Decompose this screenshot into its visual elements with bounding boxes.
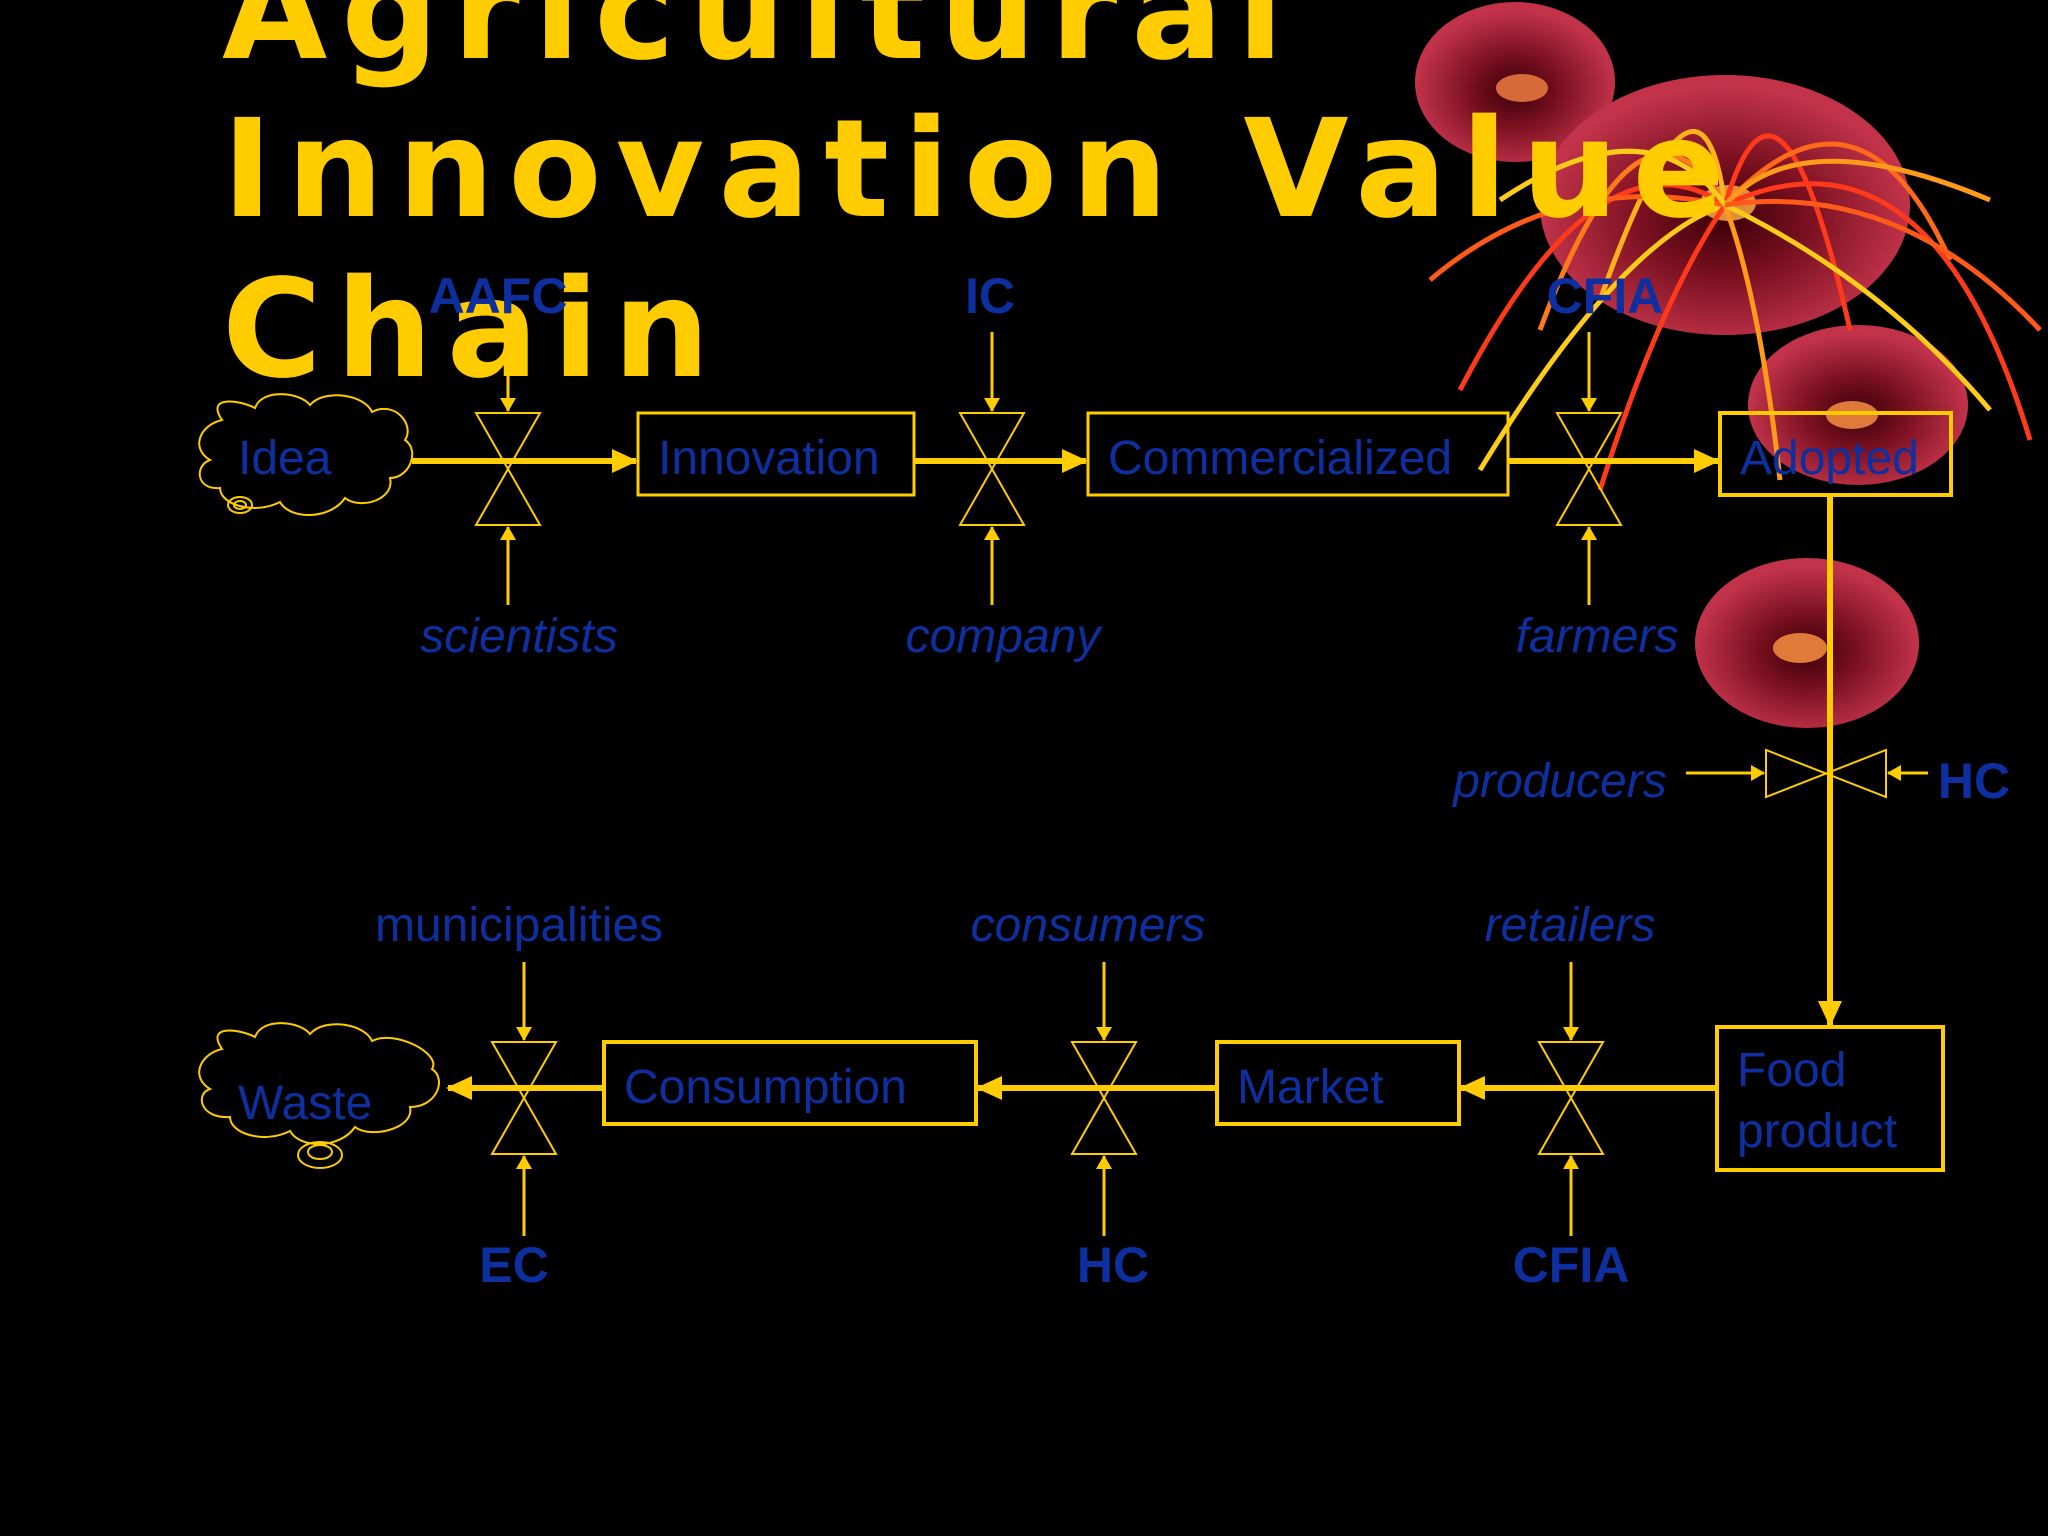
node-food-product-line1: Food xyxy=(1737,1044,1846,1097)
valve-idea-innovation xyxy=(474,412,542,526)
food-product-box xyxy=(1715,1025,1945,1172)
actor-farmers: farmers xyxy=(1516,610,1679,663)
node-consumption: Consumption xyxy=(624,1061,907,1114)
innovation-box xyxy=(636,411,916,497)
valve-adopted-food xyxy=(1765,748,1887,799)
actor-producers: producers xyxy=(1451,755,1666,808)
idea-cloud xyxy=(198,393,414,516)
actor-retailers: retailers xyxy=(1485,899,1656,952)
title-line-3: Chain xyxy=(222,251,724,409)
valve-food-market xyxy=(1537,1041,1605,1155)
actor-consumers: consumers xyxy=(971,899,1206,952)
regulator-hc-bottom: HC xyxy=(1077,1237,1149,1293)
node-idea: Idea xyxy=(238,432,332,485)
title-line-2: Innovation Value xyxy=(222,91,1739,249)
regulator-ic: IC xyxy=(965,268,1015,324)
actor-municipalities: municipalities xyxy=(375,899,663,952)
regulator-cfia-bottom: CFIA xyxy=(1513,1237,1630,1293)
node-market: Market xyxy=(1237,1061,1384,1114)
node-food-product-line2: product xyxy=(1737,1105,1897,1158)
valve-commercialized-adopted xyxy=(1555,412,1623,526)
node-adopted: Adopted xyxy=(1740,432,1919,485)
commercialized-box xyxy=(1086,411,1510,497)
regulator-hc-right: HC xyxy=(1938,753,2010,809)
node-innovation: Innovation xyxy=(658,432,880,485)
regulator-aafc: AAFC xyxy=(429,268,568,324)
valve-market-consumption xyxy=(1070,1041,1138,1155)
red-blob-1 xyxy=(1415,2,1615,162)
title-line-1: Agricultural xyxy=(222,0,1298,91)
red-blob-4 xyxy=(1695,558,1919,728)
waste-cloud xyxy=(198,1022,440,1145)
adopted-box xyxy=(1718,411,1953,497)
node-commercialized: Commercialized xyxy=(1108,432,1452,485)
firework-streaks xyxy=(1428,128,2042,491)
valve-innovation-commercialized xyxy=(958,412,1026,526)
regulator-cfia-top: CFIA xyxy=(1547,268,1664,324)
valve-consumption-waste xyxy=(490,1041,558,1155)
actor-scientists: scientists xyxy=(420,610,617,663)
waste-cloud-bubble xyxy=(297,1141,343,1169)
regulator-ec: EC xyxy=(479,1237,548,1293)
idea-cloud-bubble xyxy=(227,496,253,514)
node-waste: Waste xyxy=(238,1077,372,1130)
actor-company: company xyxy=(906,610,1104,663)
